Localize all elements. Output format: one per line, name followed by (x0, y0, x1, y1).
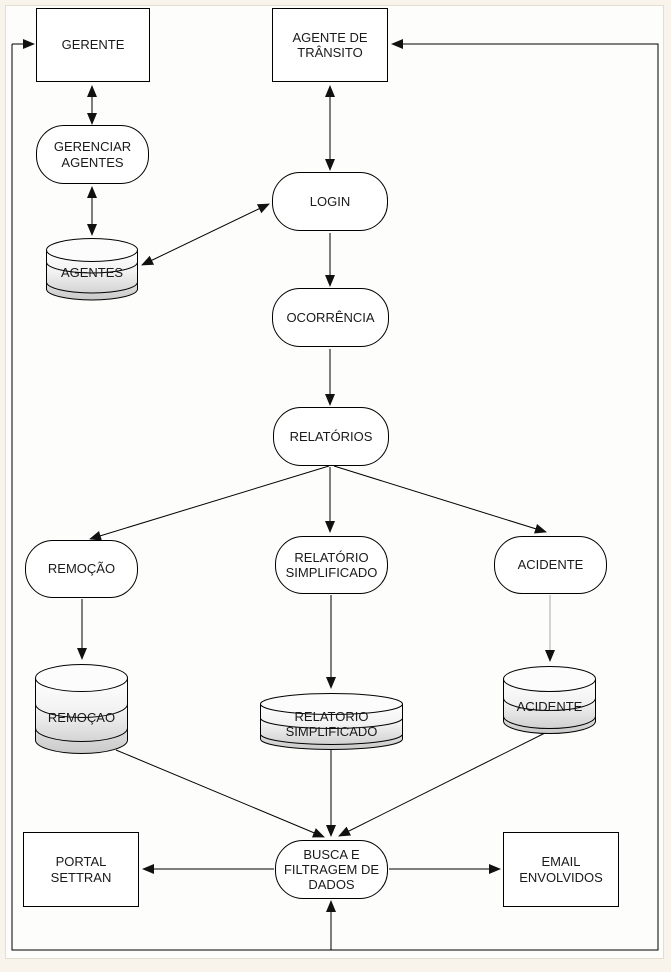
process-gerenciar-agentes: GERENCIAR AGENTES (36, 125, 149, 184)
datastore-acidente: ACIDENTE (503, 666, 596, 734)
edge-loop-bottom-right (11, 39, 659, 951)
edge-remocao-store-busca (115, 749, 325, 838)
cylinder-shape (35, 664, 128, 754)
cylinder-shape (46, 238, 138, 301)
process-remocao-label: REMOÇÃO (47, 561, 116, 577)
datastore-remocao: REMOÇAO (35, 664, 128, 754)
process-acidente-label: ACIDENTE (517, 557, 584, 573)
entity-gerente-label: GERENTE (61, 37, 125, 53)
process-remocao: REMOÇÃO (25, 540, 138, 598)
process-relatorios-label: RELATÓRIOS (289, 428, 373, 444)
process-relatorio-simplificado: RELATÓRIO SIMPLIFICADO (275, 536, 388, 594)
datastore-remocao-label: REMOÇAO (47, 710, 116, 725)
process-login-label: LOGIN (309, 193, 351, 209)
process-busca-filtragem: BUSCA E FILTRAGEM DE DADOS (275, 840, 388, 899)
datastore-acidente-label: ACIDENTE (516, 699, 583, 714)
process-relatorios: RELATÓRIOS (273, 407, 389, 466)
edge-login-agentes-store (141, 203, 270, 266)
entity-email-envolvidos: EMAIL ENVOLVIDOS (503, 832, 619, 907)
entity-agente-transito: AGENTE DE TRÂNSITO (272, 8, 388, 82)
process-busca-filtragem-label: BUSCA E FILTRAGEM DE DADOS (283, 846, 380, 893)
cylinder-shape (503, 666, 596, 734)
datastore-relatorio-simplificado: RELATORIO SIMPLIFICADO (260, 693, 403, 750)
datastore-agentes-label: AGENTES (60, 265, 124, 280)
process-relatorio-simplificado-label: RELATÓRIO SIMPLIFICADO (285, 549, 378, 580)
edge-relatorios-remocao (89, 465, 330, 541)
entity-agente-transito-label: AGENTE DE TRÂNSITO (292, 29, 368, 60)
process-login: LOGIN (272, 172, 388, 231)
cylinder-shape (260, 693, 403, 750)
process-acidente: ACIDENTE (494, 536, 607, 594)
entity-email-envolvidos-label: EMAIL ENVOLVIDOS (519, 854, 603, 885)
datastore-agentes: AGENTES (46, 238, 138, 301)
datastore-relatorio-simplificado-label: RELATORIO SIMPLIFICADO (285, 709, 378, 740)
edge-acidente-store-busca (338, 731, 548, 837)
entity-portal-settran-label: PORTAL SETTRAN (50, 854, 112, 885)
entity-portal-settran: PORTAL SETTRAN (23, 832, 139, 907)
process-ocorrencia: OCORRÊNCIA (272, 288, 389, 347)
process-ocorrencia-label: OCORRÊNCIA (286, 309, 375, 325)
process-gerenciar-agentes-label: GERENCIAR AGENTES (53, 139, 132, 170)
entity-gerente: GERENTE (36, 8, 150, 82)
edge-relatorios-acidente (333, 465, 547, 534)
